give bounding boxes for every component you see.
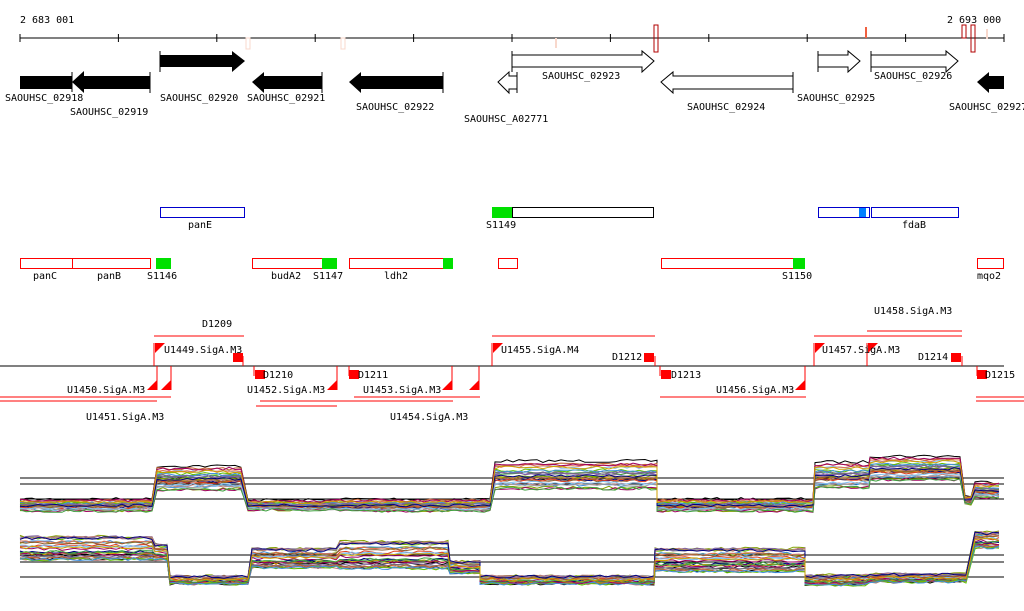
transcript-fdab[interactable] bbox=[871, 207, 959, 218]
svg-text:fdaB: fdaB bbox=[902, 220, 926, 231]
promoter-label: U1453.SigA.M3 bbox=[363, 385, 441, 396]
svg-text:ldh2: ldh2 bbox=[384, 271, 408, 282]
gene-saouhsc-02926[interactable]: SAOUHSC_02926 bbox=[870, 49, 959, 82]
gene-saouhsc-02927[interactable]: SAOUHSC_02927 bbox=[949, 72, 1024, 113]
expression-trace bbox=[19, 466, 1000, 508]
svg-text:S1150: S1150 bbox=[782, 271, 812, 282]
gene-saouhsc-02922[interactable]: SAOUHSC_02922 bbox=[349, 72, 444, 113]
svg-text:panE: panE bbox=[188, 220, 212, 231]
terminator-d1210[interactable] bbox=[255, 370, 265, 379]
promoter-label: U1454.SigA.M3 bbox=[390, 412, 468, 423]
expression-trace bbox=[19, 472, 1000, 511]
svg-text:panB: panB bbox=[97, 271, 121, 282]
svg-text:SAOUHSC_02920: SAOUHSC_02920 bbox=[160, 93, 238, 104]
expression-trace bbox=[19, 464, 1000, 507]
expression-trace bbox=[19, 463, 1000, 506]
gene-saouhsc-02924[interactable]: SAOUHSC_02924 bbox=[660, 70, 794, 113]
expression-trace bbox=[19, 468, 1000, 509]
expression-trace bbox=[19, 454, 999, 502]
promoter-label: U1450.SigA.M3 bbox=[67, 385, 145, 396]
ruler-start-label: 2 683 001 bbox=[20, 15, 74, 26]
promoter-label: U1457.SigA.M3 bbox=[822, 345, 900, 356]
gene-saouhsc-02921[interactable]: SAOUHSC_02921 bbox=[247, 72, 325, 104]
expression-track bbox=[19, 454, 1004, 587]
gene-saouhsc-02919[interactable]: SAOUHSC_02919 bbox=[70, 71, 151, 118]
expression-trace bbox=[19, 531, 1000, 579]
gene-saouhsc-02920[interactable]: SAOUHSC_02920 bbox=[159, 51, 245, 104]
svg-text:SAOUHSC_A02771: SAOUHSC_A02771 bbox=[464, 114, 548, 125]
expression-trace bbox=[19, 478, 1000, 513]
svg-text:S1149: S1149 bbox=[486, 220, 516, 231]
expression-trace bbox=[19, 474, 1000, 512]
transcript-track-minus: panC panB S1146 budA2 S1147 ldh2 S1150 m… bbox=[20, 258, 1004, 282]
regulatory-track: U1449.SigA.M3 U1450.SigA.M3 U1451.SigA.M… bbox=[0, 306, 1024, 423]
promoter-label: U1455.SigA.M4 bbox=[501, 345, 579, 356]
terminator-label: D1209 bbox=[202, 319, 232, 330]
promoter-label: U1456.SigA.M3 bbox=[716, 385, 794, 396]
transcript-pane[interactable] bbox=[160, 207, 245, 218]
gene-saouhsc-02918[interactable]: SAOUHSC_02918 bbox=[5, 72, 83, 104]
gene-saouhsc-02925[interactable]: SAOUHSC_02925 bbox=[797, 49, 875, 104]
promoter-label: U1449.SigA.M3 bbox=[164, 345, 242, 356]
svg-text:S1146: S1146 bbox=[147, 271, 177, 282]
expression-trace bbox=[19, 537, 1000, 582]
coordinate-ruler: 2 683 001 2 693 000 bbox=[19, 15, 1005, 53]
expression-trace bbox=[19, 459, 1000, 505]
terminator-d1212[interactable] bbox=[644, 353, 654, 362]
svg-text:SAOUHSC_02921: SAOUHSC_02921 bbox=[247, 93, 325, 104]
gene-saouhsc-a02771[interactable]: SAOUHSC_A02771 bbox=[464, 70, 548, 125]
terminator-d1213[interactable] bbox=[661, 370, 671, 379]
gene-track: SAOUHSC_02918 SAOUHSC_02919 SAOUHSC_0292… bbox=[5, 49, 1024, 125]
promoter-label: U1452.SigA.M3 bbox=[247, 385, 325, 396]
ruler-end-label: 2 693 000 bbox=[947, 15, 1001, 26]
transcript-track-plus: panE S1149 fdaB bbox=[160, 207, 959, 231]
terminator-d1211[interactable] bbox=[349, 370, 359, 379]
svg-text:budA2: budA2 bbox=[271, 271, 301, 282]
promoter-label: U1458.SigA.M3 bbox=[874, 306, 952, 317]
svg-text:SAOUHSC_02925: SAOUHSC_02925 bbox=[797, 93, 875, 104]
svg-text:SAOUHSC_02927: SAOUHSC_02927 bbox=[949, 102, 1024, 113]
svg-text:SAOUHSC_02918: SAOUHSC_02918 bbox=[5, 93, 83, 104]
svg-text:panC: panC bbox=[33, 271, 57, 282]
terminator-label: D1211 bbox=[358, 370, 388, 381]
svg-text:SAOUHSC_02923: SAOUHSC_02923 bbox=[542, 71, 620, 82]
marker[interactable] bbox=[653, 24, 659, 53]
expression-trace bbox=[19, 541, 1000, 584]
terminator-label: D1212 bbox=[612, 352, 642, 363]
srna-s1149[interactable] bbox=[492, 207, 512, 218]
terminator-label: D1215 bbox=[985, 370, 1015, 381]
svg-text:mqo2: mqo2 bbox=[977, 271, 1001, 282]
svg-text:S1147: S1147 bbox=[313, 271, 343, 282]
expression-trace bbox=[19, 545, 1000, 587]
gene-saouhsc-02923[interactable]: SAOUHSC_02923 bbox=[511, 49, 655, 82]
terminator-label: D1210 bbox=[263, 370, 293, 381]
terminator-label: D1213 bbox=[671, 370, 701, 381]
terminator-d1209[interactable] bbox=[233, 353, 243, 362]
expression-trace bbox=[19, 456, 1000, 504]
terminator-d1214[interactable] bbox=[951, 353, 961, 362]
svg-text:SAOUHSC_02924: SAOUHSC_02924 bbox=[687, 102, 765, 113]
svg-text:SAOUHSC_02922: SAOUHSC_02922 bbox=[356, 102, 434, 113]
terminator-label: D1214 bbox=[918, 352, 948, 363]
expression-trace bbox=[19, 477, 1000, 513]
svg-text:SAOUHSC_02919: SAOUHSC_02919 bbox=[70, 107, 148, 118]
svg-text:SAOUHSC_02926: SAOUHSC_02926 bbox=[874, 71, 952, 82]
promoter-label: U1451.SigA.M3 bbox=[86, 412, 164, 423]
terminator-d1215[interactable] bbox=[977, 370, 987, 379]
